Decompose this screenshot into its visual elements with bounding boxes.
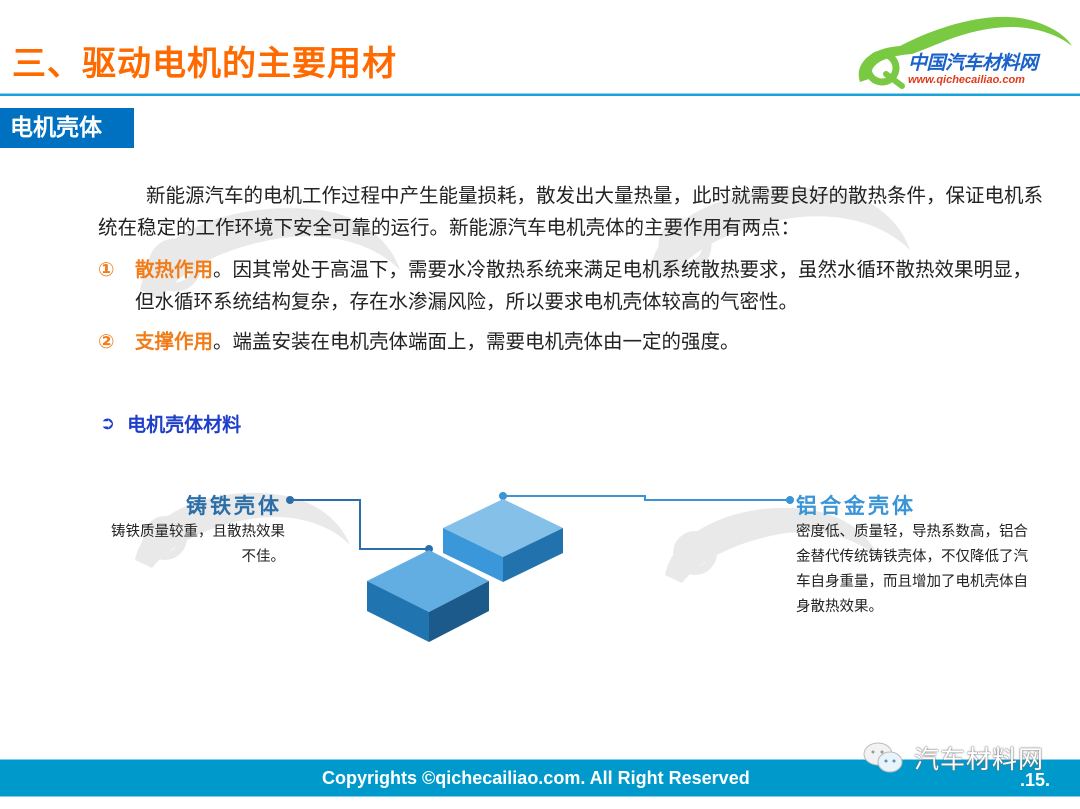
logo-name: 中国汽车材料网 bbox=[908, 52, 1038, 74]
point-support: ② 支撑作用。端盖安装在电机壳体端面上，需要电机壳体由一定的强度。 bbox=[98, 326, 1038, 358]
wechat-label: 汽车材料网 bbox=[914, 745, 1045, 774]
point-marker: ② bbox=[98, 330, 115, 353]
site-logo[interactable]: 中国汽车材料网 www.qichecailiao.com bbox=[850, 12, 1080, 92]
point-body: 支撑作用。端盖安装在电机壳体端面上，需要电机壳体由一定的强度。 bbox=[98, 326, 1038, 358]
materials-heading-text: 电机壳体材料 bbox=[127, 414, 242, 436]
aluminum-title: 铝合金壳体 bbox=[796, 494, 916, 518]
aluminum-desc: 密度低、质量轻，导热系数高，铝合金替代传统铸铁壳体，不仅降低了汽车自身重量，而且… bbox=[796, 524, 1028, 615]
point-keyword: 散热作用 bbox=[135, 258, 214, 281]
page-number: .15. bbox=[1020, 770, 1051, 790]
point-text: 。端盖安装在电机壳体端面上，需要电机壳体由一定的强度。 bbox=[213, 330, 740, 353]
wechat-account-badge[interactable]: 汽车材料网 bbox=[862, 740, 1044, 776]
intro-text: 新能源汽车的电机工作过程中产生能量损耗，散发出大量热量，此时就需要良好的散热条件… bbox=[98, 184, 1044, 239]
point-marker: ① bbox=[98, 258, 115, 281]
iso-blocks-graphic bbox=[286, 492, 794, 642]
logo-url: www.qichecailiao.com bbox=[908, 74, 1025, 86]
section-tag: 电机壳体 bbox=[0, 108, 134, 148]
slide-title: 三、驱动电机的主要用材 bbox=[12, 44, 397, 84]
car-swoosh-icon bbox=[858, 16, 1072, 89]
materials-diagram: 铸铁壳体 铸铁质量较重，且散热效果不佳。 铝合金壳体 密度低、质量轻，导热系数高… bbox=[0, 470, 1080, 670]
header-divider bbox=[0, 93, 1080, 96]
intro-paragraph: 新能源汽车的电机工作过程中产生能量损耗，散发出大量热量，此时就需要良好的散热条件… bbox=[98, 180, 1048, 244]
point-body: 散热作用。因其常处于高温下，需要水冷散热系统来满足电机系统散热要求，虽然水循环散… bbox=[98, 254, 1038, 318]
point-text: 。因其常处于高温下，需要水冷散热系统来满足电机系统散热要求，虽然水循环散热效果明… bbox=[135, 258, 1033, 313]
point-heat-dissipation: ① 散热作用。因其常处于高温下，需要水冷散热系统来满足电机系统散热要求，虽然水循… bbox=[98, 254, 1038, 318]
materials-heading: ➲ 电机壳体材料 bbox=[100, 410, 241, 437]
curved-arrow-icon: ➲ bbox=[100, 413, 116, 434]
cast-iron-desc: 铸铁质量较重，且散热效果不佳。 bbox=[111, 524, 285, 565]
point-keyword: 支撑作用 bbox=[135, 330, 214, 353]
cast-iron-title: 铸铁壳体 bbox=[186, 494, 282, 518]
wechat-icon bbox=[863, 742, 903, 773]
copyright-text: Copyrights ©qichecailiao.com. All Right … bbox=[322, 768, 750, 788]
